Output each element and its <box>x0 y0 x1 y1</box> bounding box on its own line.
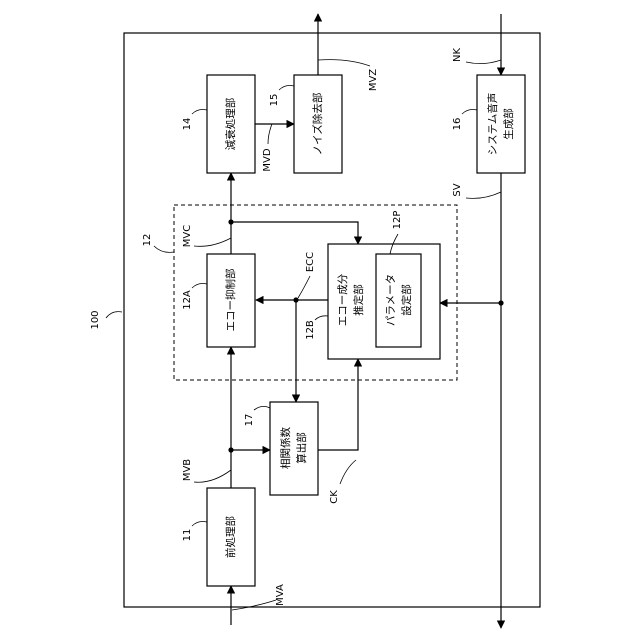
system-sound-block <box>477 75 525 173</box>
param-set-line1: パラメータ <box>385 274 397 326</box>
correlation-ref: 17 <box>244 414 255 427</box>
noise-remove-text: ノイズ除去部 <box>311 93 324 156</box>
correlation-line1: 相関係数 <box>279 427 292 469</box>
junction-mvb <box>228 447 233 452</box>
device-label: 100 <box>90 310 101 329</box>
signal-ecc: ECC <box>305 252 316 272</box>
preprocess-ref: 11 <box>182 529 193 542</box>
device-leader <box>106 312 122 318</box>
param-set-line2: 設定部 <box>400 284 413 316</box>
signal-mva: MVA <box>275 584 286 606</box>
correlation-line2: 算出部 <box>295 432 308 464</box>
noise-remove-ref: 15 <box>269 94 280 107</box>
signal-mvz: MVZ <box>368 69 379 91</box>
system-sound-line1: システム音声 <box>486 93 499 156</box>
signal-ck: CK <box>329 490 340 504</box>
echo-suppress-text: エコー抑制部 <box>224 269 237 332</box>
param-set-ref: 12P <box>392 211 403 230</box>
signal-mvd: MVD <box>262 148 273 171</box>
param-set-block <box>376 254 421 347</box>
subtract-ref: 14 <box>182 118 193 131</box>
signal-sv: SV <box>452 183 463 196</box>
preprocess-text: 前処理部 <box>224 516 237 558</box>
signal-mvb: MVB <box>182 459 193 481</box>
correlation-block <box>270 402 318 495</box>
echo-group-label: 12 <box>142 234 153 247</box>
subtract-text: 減衰処理部 <box>224 98 237 151</box>
junction-sv <box>498 300 503 305</box>
echo-estimate-ref: 12B <box>305 320 316 340</box>
system-sound-ref: 16 <box>452 118 463 131</box>
signal-nk: NK <box>452 48 463 62</box>
echo-estimate-line1: エコー成分 <box>337 273 349 326</box>
system-sound-line2: 生成部 <box>502 108 515 140</box>
junction-mvc <box>228 219 233 224</box>
signal-mvc: MVC <box>182 225 193 247</box>
echo-estimate-line2: 推定部 <box>352 284 365 316</box>
junction-ecc <box>293 297 298 302</box>
echo-suppress-ref: 12A <box>182 290 193 310</box>
